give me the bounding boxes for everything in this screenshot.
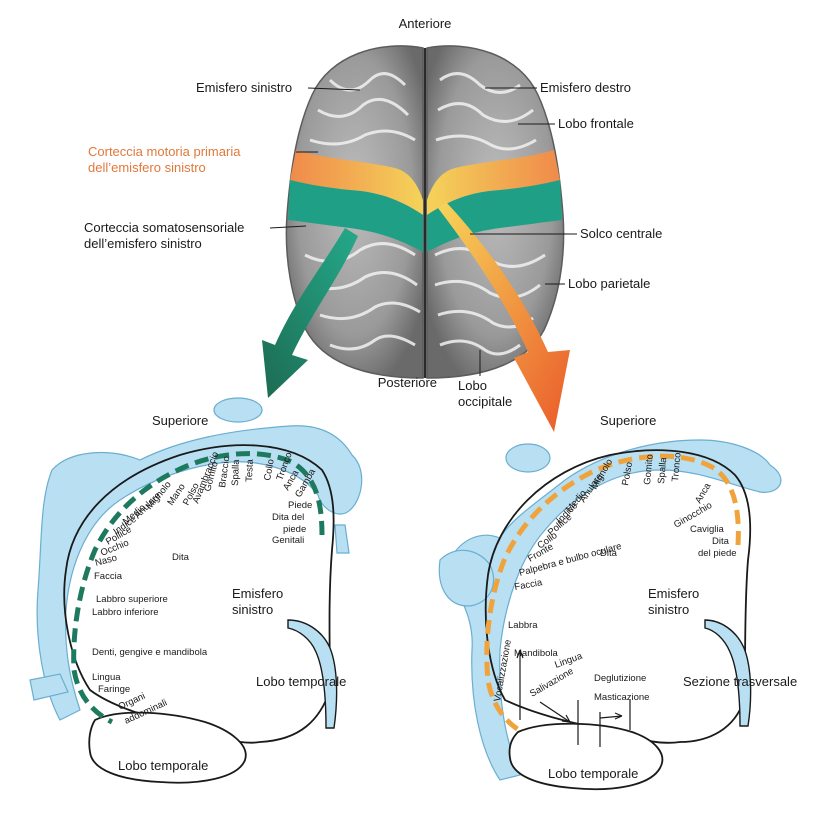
green-arrow <box>262 228 358 398</box>
body-label-tronco: Tronco <box>670 452 684 482</box>
body-label-lingua: Lingua <box>92 672 121 683</box>
body-label-testa: Testa <box>244 458 256 482</box>
label-left-hemisphere: Emisfero sinistro <box>196 80 292 95</box>
body-label-caviglia: Caviglia <box>690 524 725 535</box>
sensory-label-temporal-bottom: Lobo temporale <box>118 758 208 773</box>
motor-section-outline <box>484 449 752 744</box>
motor-label-hemisphere-2: sinistro <box>648 602 689 617</box>
sensory-label-hemisphere-1: Emisfero <box>232 586 283 601</box>
label-parietal-lobe: Lobo parietale <box>568 276 650 291</box>
motor-label-superior: Superiore <box>600 413 656 428</box>
body-label-collo: Collo <box>262 458 277 481</box>
body-label-piede-tail: piede <box>283 524 306 535</box>
body-label-deglutizione: Deglutizione <box>594 673 646 684</box>
label-central-sulcus: Solco centrale <box>580 226 662 241</box>
body-label-naso: Naso <box>94 553 118 569</box>
sensory-label-dita: Dita <box>172 552 190 563</box>
body-label-labbro-inf: Labbro inferiore <box>92 607 159 618</box>
motor-arrows <box>516 649 631 747</box>
motor-cortex-right <box>427 150 560 215</box>
label-frontal-lobe: Lobo frontale <box>558 116 634 131</box>
body-label-faccia: Faccia <box>514 577 544 593</box>
body-label-braccio: Braccio <box>217 456 232 489</box>
label-somato-cortex-2: dell’emisfero sinistro <box>84 236 202 251</box>
body-label-piede: Piede <box>288 500 312 511</box>
body-label-salivazione: Salivazione <box>528 666 576 700</box>
motor-lateral-ventricle <box>704 619 752 727</box>
label-motor-cortex-2: dell’emisfero sinistro <box>88 160 206 175</box>
motor-label-section: Sezione trasversale <box>683 674 797 689</box>
body-label-polso: Polso <box>620 461 635 486</box>
body-label-denti: Denti, gengive e mandibola <box>92 647 208 658</box>
sensory-label-superior: Superiore <box>152 413 208 428</box>
motor-dashed-band <box>484 453 741 735</box>
body-label-anca: Anca <box>693 481 714 506</box>
sensory-label-hemisphere-2: sinistro <box>232 602 273 617</box>
sensory-dashed-band <box>71 451 325 725</box>
motor-cortex-left <box>290 150 423 215</box>
somato-cortex-left <box>288 180 423 252</box>
body-label-faccia: Faccia <box>94 571 123 582</box>
sensory-homunculus <box>29 397 363 721</box>
motor-label-temporal: Lobo temporale <box>548 766 638 781</box>
motor-label-dita: Dita <box>600 548 618 559</box>
label-posterior: Posteriore <box>378 375 437 390</box>
body-label-labbra: Labbra <box>508 620 538 631</box>
orange-arrow <box>438 202 570 432</box>
body-label-dita-tail: Dita <box>712 536 730 547</box>
motor-homunculus <box>438 439 782 781</box>
label-right-hemisphere: Emisfero destro <box>540 80 631 95</box>
label-occipital-2: occipitale <box>458 394 512 409</box>
body-label-faringe: Faringe <box>98 684 130 695</box>
body-label-dita-del: Dita del <box>272 512 304 523</box>
motor-label-hemisphere-1: Emisfero <box>648 586 699 601</box>
sensory-temporal-lobe <box>88 711 247 784</box>
label-somato-cortex-1: Corteccia somatosensoriale <box>84 220 244 235</box>
body-label-labbro-sup: Labbro superiore <box>96 594 168 605</box>
sensory-section-outline <box>63 444 335 744</box>
body-label-del-piede: del piede <box>698 548 737 559</box>
label-anterior: Anteriore <box>399 16 452 31</box>
label-occipital-1: Lobo <box>458 378 487 393</box>
body-label-genitali: Genitali <box>272 535 304 546</box>
body-label-spalla: Spalla <box>656 456 669 484</box>
sensory-label-temporal-right: Lobo temporale <box>256 674 346 689</box>
body-label-gomito: Gomito <box>642 454 656 485</box>
body-label-masticazione: Masticazione <box>594 692 649 703</box>
label-motor-cortex-1: Corteccia motoria primaria <box>88 144 241 159</box>
sensory-lateral-ventricle <box>287 619 338 729</box>
body-label-mandibola: Mandibola <box>514 648 559 659</box>
body-label-spalla: Spalla <box>230 459 242 486</box>
motor-temporal-lobe <box>508 722 664 791</box>
